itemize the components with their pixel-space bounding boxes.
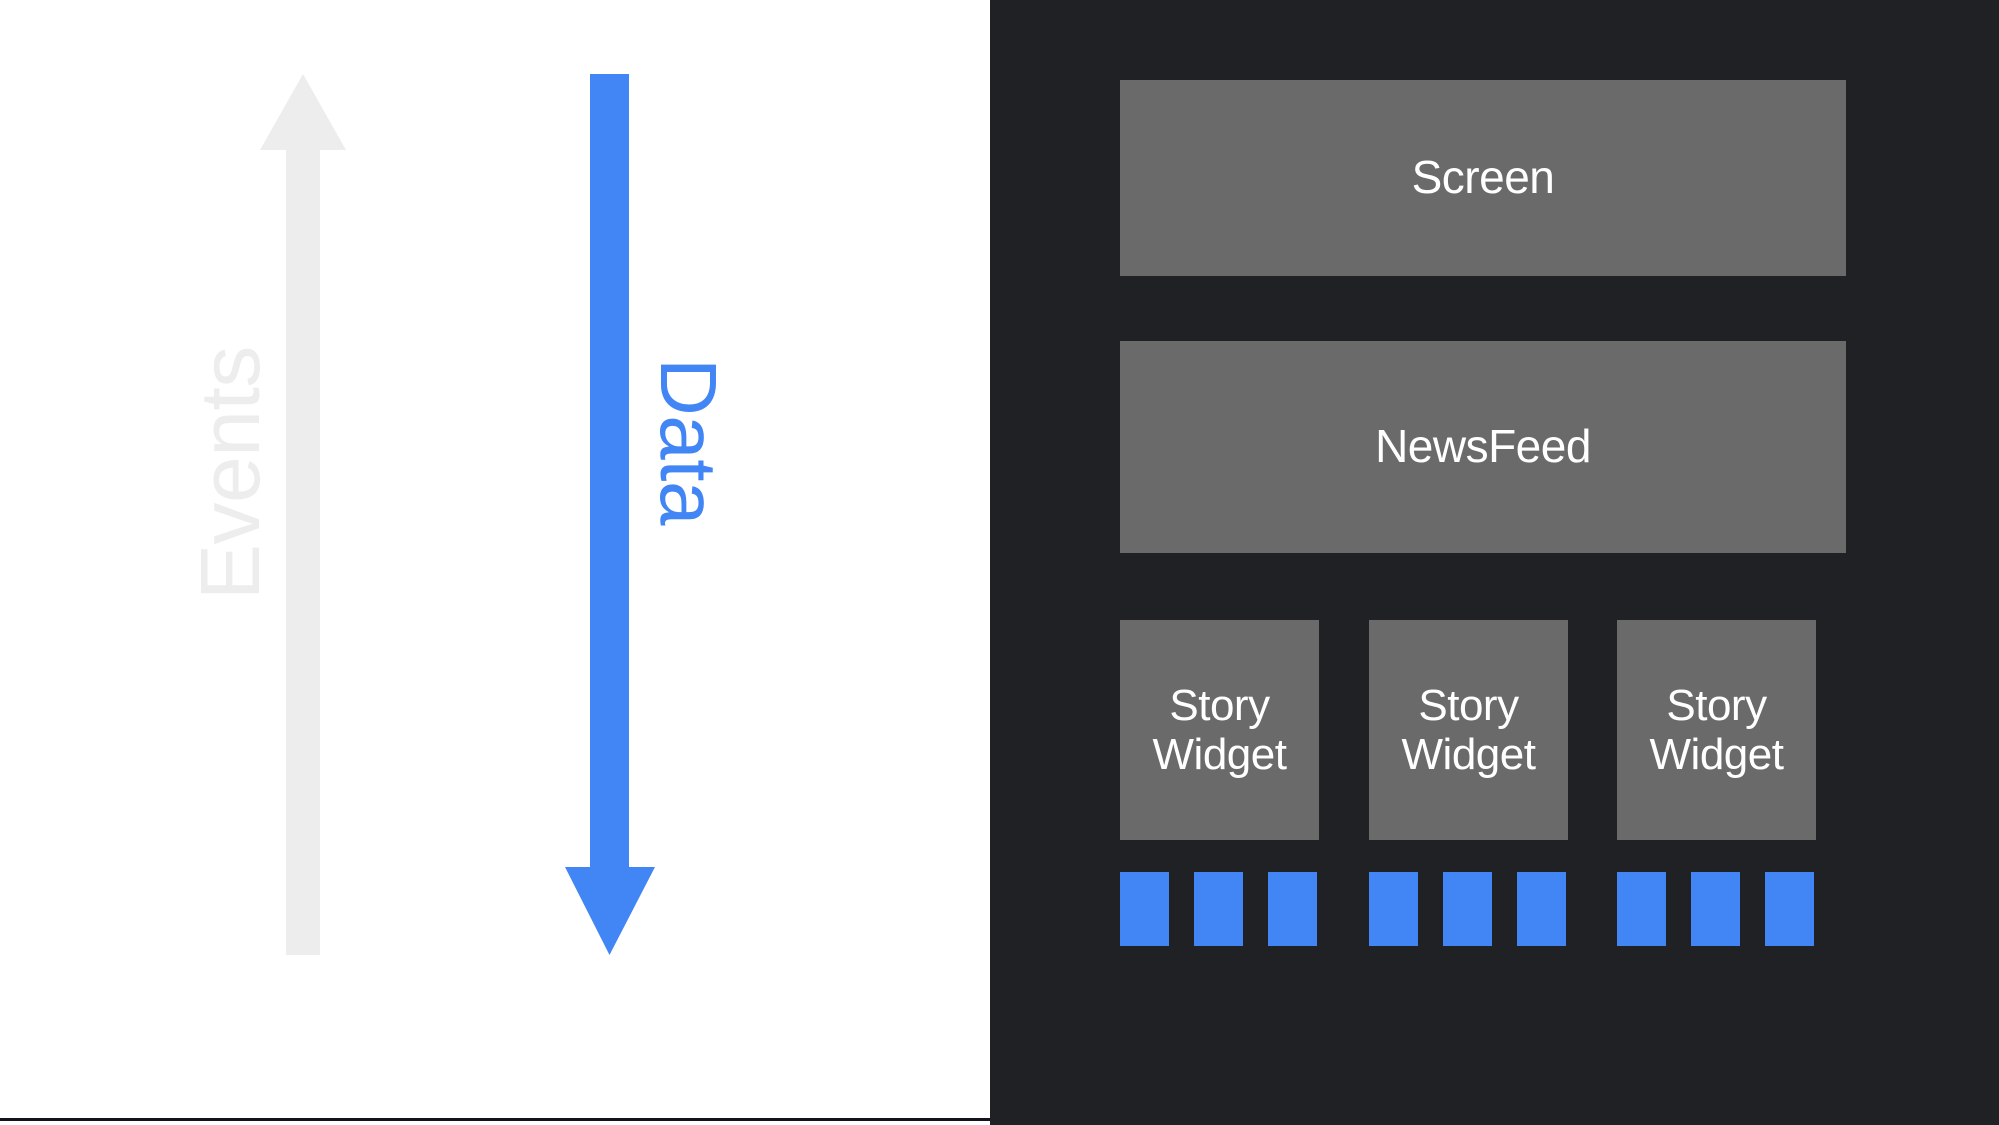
event-square [1765, 872, 1814, 946]
newsfeed-node: NewsFeed [1120, 341, 1846, 553]
story-widget-label-line2: Widget [1152, 730, 1287, 779]
story-widget-label-line2: Widget [1401, 730, 1536, 779]
component-tree-panel: Screen NewsFeed Story Widget Story Widge… [990, 0, 1999, 1125]
event-square [1617, 872, 1666, 946]
data-flow-label: Data [644, 358, 733, 525]
story-widget-label-line1: Story [1169, 680, 1270, 730]
screen-node: Screen [1120, 80, 1846, 276]
story-widget-node: Story Widget [1617, 620, 1816, 840]
story-widget-label-line2: Widget [1649, 730, 1784, 779]
story-widget-label-line1: Story [1418, 680, 1519, 730]
story-widget-label: Story Widget [1153, 681, 1287, 780]
event-square [1369, 872, 1418, 946]
story-widget-label: Story Widget [1650, 681, 1784, 780]
up-arrow-icon [260, 74, 346, 955]
event-square-group [1617, 872, 1814, 946]
story-widget-node: Story Widget [1369, 620, 1568, 840]
event-square-group [1369, 872, 1566, 946]
flow-legend-panel: Events Data [0, 0, 990, 1125]
event-square-group [1120, 872, 1317, 946]
event-square [1443, 872, 1492, 946]
event-square [1517, 872, 1566, 946]
event-square [1194, 872, 1243, 946]
story-widget-label: Story Widget [1402, 681, 1536, 780]
story-widget-label-line1: Story [1666, 680, 1767, 730]
story-widget-node: Story Widget [1120, 620, 1319, 840]
event-square [1120, 872, 1169, 946]
events-flow-label: Events [183, 346, 277, 600]
event-square [1691, 872, 1740, 946]
down-arrow-icon [565, 74, 655, 955]
event-square [1268, 872, 1317, 946]
panel-divider [0, 1118, 990, 1121]
